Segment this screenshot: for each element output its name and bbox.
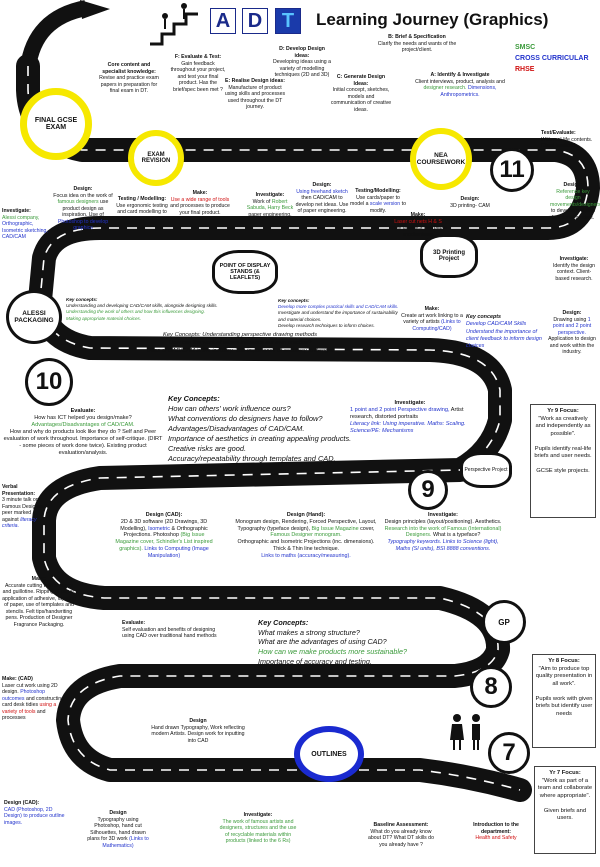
design-cad-y7-note: Design (CAD):CAD (Photoshop, 2D Design) …	[4, 800, 65, 826]
milestone-perspective-project: Perspective Project	[460, 452, 512, 488]
make-cad-y8-note: Make: (CAD)Laser cut work using 2D desig…	[2, 676, 65, 721]
develop-design-note: D: Develop Design ideas:Developing ideas…	[273, 46, 331, 78]
introduction-department-note: Introduction to the department:Health an…	[473, 822, 519, 841]
logo-a: A	[210, 8, 236, 34]
evaluate-cad-note: Evaluate:Self evaluation and benefits of…	[122, 620, 217, 639]
design-cad-y9-note: Design (CAD):2D & 3D software (2D Drawin…	[115, 512, 213, 559]
stairs-climber-icon	[150, 3, 198, 46]
make-laser-cut-note: Make:Laser cut nets H & S apply graphics…	[388, 212, 448, 238]
year-7-focus-box: Yr 7 Focus:"Work as part of a team and c…	[534, 766, 596, 854]
test-evaluate-note: Test/Evaluate:With real-life contents. C…	[541, 130, 593, 149]
core-content-note: Core content and specialist knowledge:Re…	[99, 62, 159, 94]
design-freehand-note: Design:Using freehand sketch then CAD/CA…	[295, 182, 349, 214]
milestone-point-of-display: POINT OF DISPLAY STANDS (& LEAFLETS)	[212, 250, 278, 294]
testing-modelling-scale-note: Testing/Modelling:Use cards/paper to mod…	[350, 188, 406, 214]
year-9-badge: 9	[408, 470, 448, 510]
baseline-assessment-note: Baseline Assessment:What do you already …	[368, 822, 434, 848]
year-11-badge: 11	[490, 148, 534, 192]
year-8-badge: 8	[470, 666, 512, 708]
key-concepts-year-8: Key Concepts:What makes a strong structu…	[258, 618, 408, 666]
milestone-outlines: OUTLINES	[294, 726, 364, 782]
year-9-focus-box: Yr 9 Focus:"Work as creatively and indep…	[530, 404, 596, 518]
key-concepts-year-9: Key Concepts:How can others' work influe…	[168, 394, 352, 463]
year-10-badge: 10	[25, 358, 73, 406]
make-tools-note: Make:Use a wide range of tools and proce…	[170, 190, 230, 216]
make-artwork-note: Make:Create art work linking to a variet…	[401, 306, 463, 332]
logo-d: D	[242, 8, 268, 34]
design-hand-y9-note: Design (Hand):Monogram design, Rendering…	[235, 512, 377, 559]
investigate-alessi-note: Investigate:Alessi company, Orthographic…	[2, 208, 48, 240]
milestone-nea-coursework: NEA COURSEWORK	[410, 128, 472, 190]
make-cutting-note: Make:Accurate cutting with scissors and …	[2, 576, 76, 628]
evaluate-test-note: F: Evaluate & Test:Gain feedback through…	[170, 54, 226, 93]
legend-cross-curricular: CROSS CURRICULAR	[515, 55, 589, 62]
identify-context-note: Investigate:Identify the design context.…	[552, 256, 596, 282]
key-concepts-year-10: Key Concepts: Understanding perspective …	[146, 332, 334, 354]
key-concepts-alessi: Key concepts:Understanding and developin…	[66, 297, 218, 321]
milestone-exam-revision: EXAM REVISION	[128, 130, 184, 186]
milestone-final-exam: FINAL GCSE EXAM	[20, 88, 92, 160]
design-famous-designers-note: Design:Focus idea on the work of famous …	[53, 186, 113, 231]
page-title: Learning Journey (Graphics)	[316, 10, 549, 29]
testing-modelling-note: Testing / Modelling:Use ergonomic testin…	[116, 196, 168, 222]
people-icon	[450, 714, 480, 750]
design-3d-printing-note: Design:3D printing- CAM	[450, 196, 490, 209]
perspective-drawing-note: Design:Drawing using 1 point and 2 point…	[548, 310, 596, 355]
legend-rhse: RHSE	[515, 66, 535, 73]
key-concepts-display: Key concepts:Develop more complex practi…	[278, 298, 399, 328]
investigate-artists-note: Investigate:The work of famous artists a…	[219, 812, 297, 844]
year-7-badge: 7	[488, 732, 530, 774]
logo-t: T	[275, 8, 301, 34]
generate-design-note: C: Generate Design Ideas:Initial concept…	[330, 74, 392, 113]
realise-design-note: E: Realise Design ideas:Manufacture of p…	[224, 78, 286, 110]
investigate-perspective-note: Investigate:1 point and 2 point Perspect…	[350, 400, 466, 434]
verbal-presentation-note: Verbal Presentation:3 minute talk on Fam…	[2, 484, 45, 529]
investigate-sabuda-note: Investigate:Work of Robert Sabuda, Harry…	[246, 192, 294, 218]
milestone-alessi-packaging: ALESSI PACKAGING	[6, 290, 62, 344]
milestone-3d-printing: 3D Printing Project	[420, 234, 478, 278]
milestone-gp: GP	[482, 600, 526, 644]
evaluate-ict-note: Evaluate:How has ICT helped you design/m…	[3, 408, 163, 456]
investigate-typeface-note: Investigate:Design principles (layout/po…	[384, 512, 502, 552]
design-movements-note: Design:Reference key design movements/de…	[550, 182, 600, 221]
legend-smsc: SMSC	[515, 44, 536, 51]
year-8-focus-box: Yr 8 Focus:"Aim to produce top quality p…	[532, 654, 596, 748]
